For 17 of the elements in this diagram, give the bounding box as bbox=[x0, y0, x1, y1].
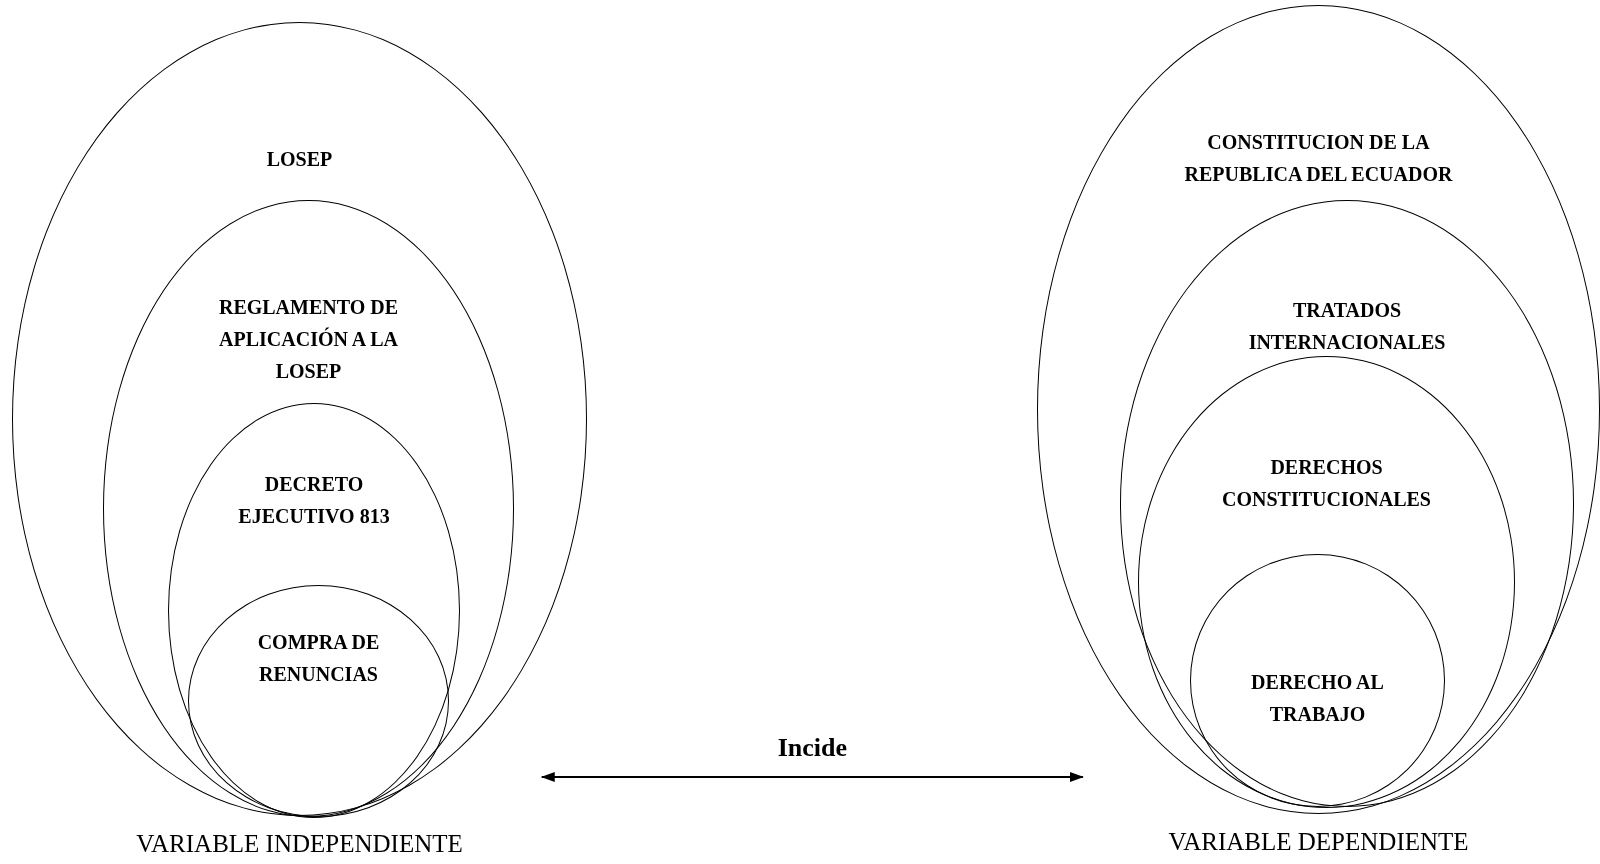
nested-ellipse bbox=[12, 22, 587, 816]
ellipse-label: TRATADOS INTERNACIONALES bbox=[1247, 298, 1447, 355]
nested-ellipse bbox=[1037, 5, 1600, 814]
ellipse-label: DERECHOS CONSTITUCIONALES bbox=[1221, 455, 1432, 512]
ellipse-label: DERECHO AL TRABAJO bbox=[1250, 670, 1385, 727]
ellipse-label: COMPRA DE RENUNCIAS bbox=[256, 630, 381, 687]
double-arrow bbox=[540, 772, 1084, 782]
ellipse-label: DECRETO EJECUTIVO 813 bbox=[237, 472, 391, 529]
ellipse-label: REGLAMENTO DE APLICACIÓN A LA LOSEP bbox=[217, 295, 400, 384]
variable-caption: VARIABLE DEPENDIENTE bbox=[1168, 828, 1469, 856]
nested-ellipse bbox=[1120, 200, 1574, 807]
ellipse-label: LOSEP bbox=[265, 147, 334, 172]
ellipse-label: CONSTITUCION DE LA REPUBLICA DEL ECUADOR bbox=[1183, 130, 1454, 187]
nested-ellipse bbox=[168, 403, 460, 818]
nested-ellipse bbox=[1190, 554, 1445, 807]
variable-caption: VARIABLE INDEPENDIENTE bbox=[136, 830, 463, 858]
nested-ellipse bbox=[103, 200, 514, 817]
